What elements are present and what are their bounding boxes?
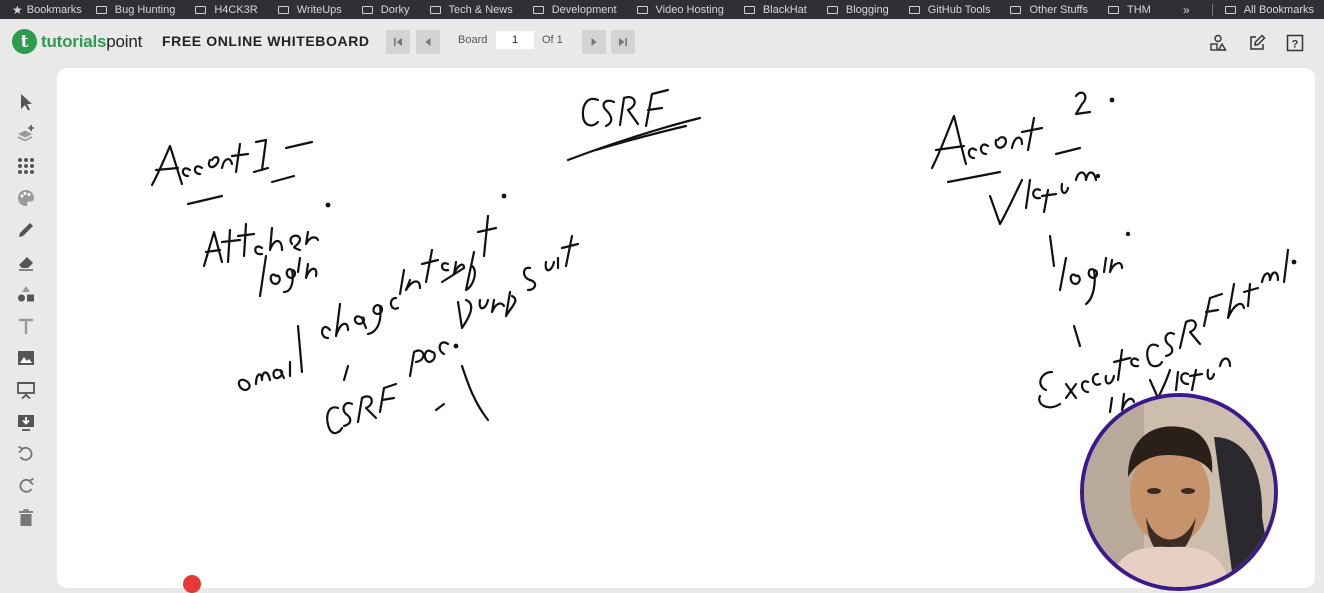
add-layer-icon[interactable] bbox=[16, 124, 36, 144]
ink-attacker bbox=[202, 202, 331, 268]
bookmark-folder[interactable]: Blogging bbox=[826, 3, 889, 16]
bookmarks-label[interactable]: Bookmarks bbox=[26, 3, 82, 16]
text-icon[interactable] bbox=[16, 316, 36, 336]
logo-text-part2: point bbox=[106, 31, 143, 51]
help-icon[interactable]: ? bbox=[1286, 34, 1304, 52]
bookmark-folder[interactable]: H4CK3R bbox=[195, 3, 258, 16]
skip-last-icon bbox=[619, 38, 627, 46]
ink-execute-csrf-html bbox=[1038, 248, 1297, 409]
shapes-tool-icon[interactable] bbox=[16, 284, 36, 304]
edit-icon[interactable] bbox=[1248, 34, 1266, 52]
bookmark-folder-label: Bug Hunting bbox=[114, 3, 176, 16]
folder-icon bbox=[1010, 5, 1022, 14]
bookmark-folder[interactable]: Bug Hunting bbox=[95, 3, 176, 16]
svg-text:?: ? bbox=[1292, 39, 1299, 51]
bookmarks-bar: ★ Bookmarks Bug Hunting H4CK3R WriteUps Dor… bbox=[0, 0, 1324, 19]
undo-icon[interactable] bbox=[16, 444, 36, 464]
folder-icon bbox=[429, 5, 441, 14]
ink-in-victim bbox=[1108, 357, 1232, 414]
bookmark-folder[interactable]: THM bbox=[1107, 3, 1151, 16]
bookmark-folder-label: Tech & News bbox=[448, 3, 513, 16]
ink-arrow bbox=[434, 364, 490, 422]
folder-icon bbox=[636, 5, 648, 14]
skip-first-icon bbox=[394, 38, 402, 46]
ink-email-change-intercept bbox=[237, 193, 507, 392]
bookmarks-overflow-icon[interactable]: » bbox=[1183, 2, 1190, 17]
bookmark-folder[interactable]: Development bbox=[532, 3, 617, 16]
bookmark-folder[interactable]: GitHub Tools bbox=[908, 3, 991, 16]
folder-icon bbox=[826, 5, 838, 14]
board-label: Board bbox=[458, 34, 488, 46]
folder-icon bbox=[743, 5, 755, 14]
image-icon[interactable] bbox=[16, 348, 36, 368]
bookmark-folder-label: BlackHat bbox=[762, 3, 807, 16]
eraser-icon[interactable] bbox=[16, 252, 36, 272]
next-board-button[interactable] bbox=[582, 30, 606, 54]
logo-mark-icon: t bbox=[12, 29, 37, 54]
bookmark-folder[interactable]: WriteUps bbox=[277, 3, 342, 16]
pencil-icon[interactable] bbox=[16, 220, 36, 240]
folder-icon bbox=[95, 5, 107, 14]
bookmark-folder[interactable]: Tech & News bbox=[429, 3, 513, 16]
last-board-button[interactable] bbox=[611, 30, 635, 54]
presentation-icon[interactable] bbox=[16, 380, 36, 400]
shapes-icon[interactable] bbox=[1209, 34, 1227, 52]
redo-icon[interactable] bbox=[16, 476, 36, 496]
bookmark-folder-label: Video Hosting bbox=[655, 3, 724, 16]
bookmark-folder-label: THM bbox=[1126, 3, 1151, 16]
folder-icon bbox=[532, 5, 544, 14]
ink-title-csrf bbox=[566, 88, 702, 162]
bookmark-folder-label: Blogging bbox=[845, 3, 889, 16]
folder-icon bbox=[1107, 5, 1119, 14]
download-icon[interactable] bbox=[16, 412, 36, 432]
grid-icon[interactable] bbox=[16, 156, 36, 176]
record-indicator bbox=[183, 575, 201, 593]
folder-icon bbox=[195, 5, 207, 14]
logo-text-part1: tutorials bbox=[41, 31, 107, 51]
all-bookmarks-link[interactable]: All Bookmarks bbox=[1243, 3, 1314, 16]
first-board-button[interactable] bbox=[386, 30, 410, 54]
folder-icon bbox=[361, 5, 373, 14]
tutorialspoint-logo[interactable]: t tutorialspoint bbox=[12, 29, 142, 54]
bookmarks-divider bbox=[1211, 3, 1213, 16]
webcam-overlay bbox=[1080, 393, 1278, 591]
bookmark-folder[interactable]: Other Stuffs bbox=[1010, 4, 1088, 16]
board-number-input[interactable] bbox=[496, 31, 534, 49]
next-icon bbox=[591, 38, 597, 46]
logo-text: tutorialspoint bbox=[41, 32, 142, 52]
bookmark-folder-label: Development bbox=[551, 3, 617, 16]
ink-csrf-poc-burp-suite bbox=[326, 234, 580, 435]
board-count-label: Of 1 bbox=[542, 34, 563, 46]
ink-account-1-heading bbox=[150, 138, 314, 206]
handwriting-strokes bbox=[150, 88, 1297, 435]
ink-victim-login bbox=[1048, 231, 1131, 306]
bookmark-folder-label: Other Stuffs bbox=[1029, 3, 1088, 16]
ink-account-2-heading bbox=[930, 91, 1115, 184]
bookmark-folder-label: Dorky bbox=[380, 3, 410, 16]
app-header: t tutorialspoint FREE ONLINE WHITEBOARD … bbox=[0, 19, 1324, 65]
star-icon[interactable]: ★ bbox=[12, 2, 23, 17]
bookmark-folder-label: H4CK3R bbox=[214, 3, 258, 16]
bookmark-folder[interactable]: Video Hosting bbox=[636, 3, 724, 16]
presenter-video bbox=[1084, 397, 1274, 587]
bookmark-folder[interactable]: Dorky bbox=[361, 3, 410, 16]
folder-icon bbox=[277, 5, 289, 14]
bookmark-folder-label: WriteUps bbox=[296, 3, 342, 16]
app-title: FREE ONLINE WHITEBOARD bbox=[162, 33, 370, 49]
bookmark-folder-label: GitHub Tools bbox=[927, 3, 991, 16]
trash-icon[interactable] bbox=[16, 508, 36, 528]
ink-attacker-login bbox=[258, 254, 318, 298]
bookmark-folder[interactable]: BlackHat bbox=[743, 3, 807, 16]
palette-icon[interactable] bbox=[16, 188, 36, 208]
previous-icon bbox=[425, 38, 431, 46]
prev-board-button[interactable] bbox=[416, 30, 440, 54]
folder-icon bbox=[908, 5, 920, 14]
folder-icon bbox=[1224, 5, 1236, 14]
select-icon[interactable] bbox=[16, 92, 36, 112]
ink-victim bbox=[988, 171, 1101, 226]
